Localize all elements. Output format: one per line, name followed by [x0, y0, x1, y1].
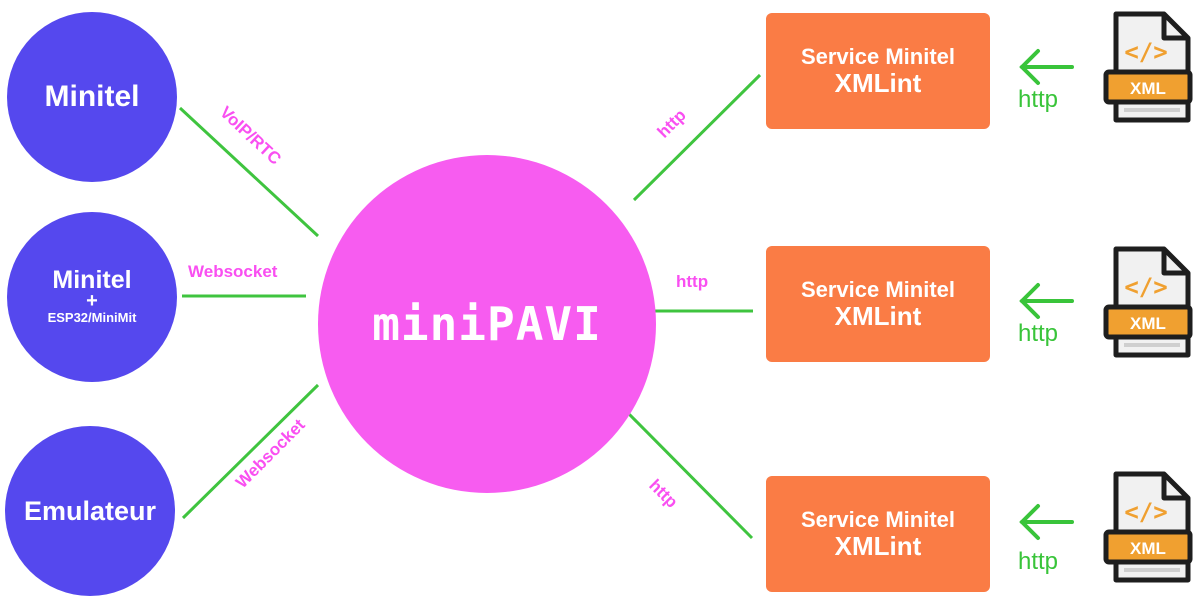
code-glyph-1: </> [1124, 38, 1167, 66]
xml-icon-text-1: XML [1130, 79, 1166, 98]
service-box-1: Service Minitel XMLint [766, 13, 990, 129]
line-emulateur-hub [181, 383, 320, 520]
client-minitel-label: Minitel [44, 80, 140, 113]
xml-icon-text-3: XML [1130, 539, 1166, 558]
client-emulateur-label: Emulateur [23, 495, 157, 526]
http-fetch-label-1: http [1018, 86, 1059, 113]
code-glyph-3: </> [1124, 498, 1167, 526]
arrow-left-icon [1019, 283, 1074, 319]
xml-file-icon: </> XML [1103, 471, 1193, 583]
service-1-name: XMLint [834, 68, 922, 98]
minipavi-hub: miniPAVI [318, 155, 656, 493]
xml-file-icon: </> XML [1103, 11, 1193, 123]
service-1-title: Service Minitel [800, 44, 956, 69]
http-fetch-label-2: http [1018, 320, 1059, 347]
hub-label: miniPAVI [372, 297, 602, 351]
client-esp32-sub: ESP32/MiniMit [47, 310, 137, 325]
http-fetch-label-3: http [1018, 548, 1059, 575]
service-2-name: XMLint [834, 301, 922, 331]
label-http-2: http [676, 272, 709, 291]
xml-file-icon: </> XML [1103, 246, 1193, 358]
client-esp32-plus: + [86, 290, 98, 312]
line-hub-service1 [632, 73, 762, 202]
client-minitel-esp32: Minitel + ESP32/MiniMit [7, 212, 177, 382]
client-emulateur: Emulateur [5, 426, 175, 596]
arrow-left-icon [1019, 49, 1074, 85]
service-box-3: Service Minitel XMLint [766, 476, 990, 592]
service-2-title: Service Minitel [800, 277, 956, 302]
line-hub-service3 [626, 411, 754, 540]
line-minitel-hub [178, 106, 320, 238]
service-3-name: XMLint [834, 531, 922, 561]
label-websocket-1: Websocket [188, 262, 278, 281]
service-box-2: Service Minitel XMLint [766, 246, 990, 362]
xml-icon-text-2: XML [1130, 314, 1166, 333]
client-minitel: Minitel [7, 12, 177, 182]
service-3-title: Service Minitel [800, 507, 956, 532]
code-glyph-2: </> [1124, 273, 1167, 301]
client-esp32-label: Minitel [52, 266, 132, 294]
arrow-left-icon [1019, 504, 1074, 540]
